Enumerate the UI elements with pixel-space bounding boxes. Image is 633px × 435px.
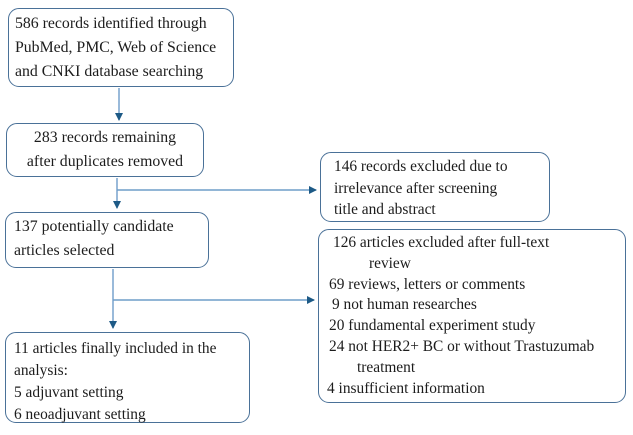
text-line: PubMed, PMC, Web of Science — [15, 39, 217, 56]
text-line: irrelevance after screening — [334, 179, 498, 197]
text-line: review — [369, 254, 411, 272]
text-line: and CNKI database searching — [15, 63, 204, 80]
text-line: 5 adjuvant setting — [14, 384, 124, 401]
box-fulltext-excluded: 126 articles excluded after full-text re… — [318, 229, 626, 403]
box-finally-included: 11 articles finally included in the anal… — [5, 332, 250, 423]
text-line: 69 reviews, letters or comments — [329, 275, 526, 293]
text-line: 24 not HER2+ BC or without Trastuzumab — [329, 337, 595, 355]
text-line: treatment — [357, 358, 416, 376]
text-line: 126 articles excluded after full-text — [333, 234, 550, 251]
text-line: 283 records remaining — [33, 129, 177, 146]
box-duplicates-removed: 283 records remaining after duplicates r… — [6, 123, 204, 177]
text-line: title and abstract — [334, 201, 436, 218]
text-line: analysis: — [14, 362, 68, 379]
text-line: 11 articles finally included in the — [14, 340, 217, 357]
box-candidate-articles: 137 potentially candidate articles selec… — [5, 212, 209, 268]
text-line: 146 records excluded due to — [334, 158, 508, 175]
text-line: 586 records identified through — [15, 15, 207, 32]
text-line: 137 potentially candidate — [14, 218, 174, 235]
box-screening-excluded: 146 records excluded due to irrelevance … — [320, 152, 550, 222]
text-line: after duplicates removed — [26, 153, 184, 170]
box-records-identified: 586 records identified through PubMed, P… — [8, 8, 234, 87]
text-line: 20 fundamental experiment study — [329, 317, 536, 335]
text-line: 6 neoadjuvant setting — [14, 406, 146, 423]
text-line: 4 insufficient information — [327, 379, 485, 397]
text-line: 9 not human researches — [332, 296, 477, 314]
text-line: articles selected — [14, 242, 115, 259]
